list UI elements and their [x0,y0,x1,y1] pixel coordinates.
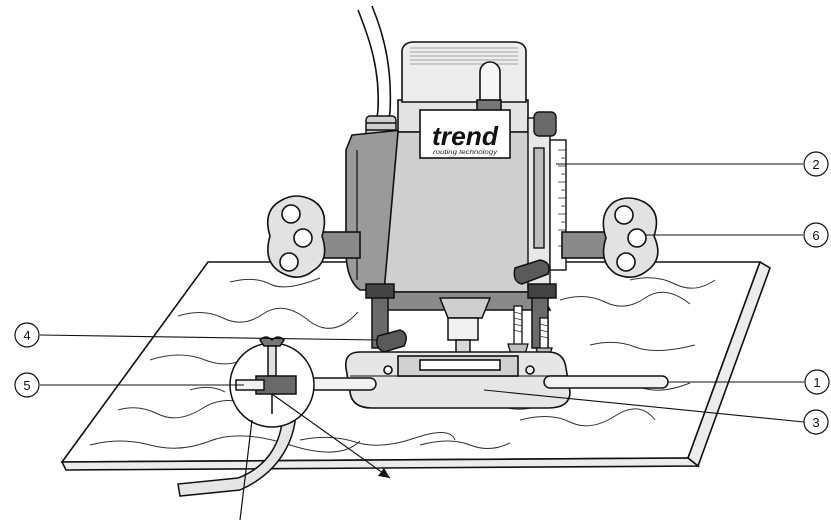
callout-2: 2 [803,151,829,177]
detail-leader-lines [239,393,391,521]
callout-5: 5 [14,372,40,398]
callout-4: 4 [14,322,40,348]
detail-circle [229,336,315,428]
callout-3: 3 [803,409,829,435]
arrow-head [378,468,390,478]
callout-4-label: 4 [23,328,30,343]
left-handle [266,195,361,278]
callout-3-label: 3 [812,415,819,430]
plunge-lock-lever [513,259,550,285]
callout-leaders [39,163,805,423]
brand-tagline: routing technology [433,149,498,156]
callout-1: 1 [804,369,830,395]
callout-6-label: 6 [812,228,819,243]
callout-2-label: 2 [812,157,819,172]
callout-1-label: 1 [813,375,820,390]
template-curve [177,397,297,497]
collet [438,297,492,375]
router-base [344,351,571,409]
fence-lock-lever [376,329,407,353]
callout-6: 6 [803,222,829,248]
power-cable [357,5,392,126]
brand-logo-text: trend [432,121,499,151]
callout-5-label: 5 [23,378,30,393]
right-handle [561,197,659,278]
